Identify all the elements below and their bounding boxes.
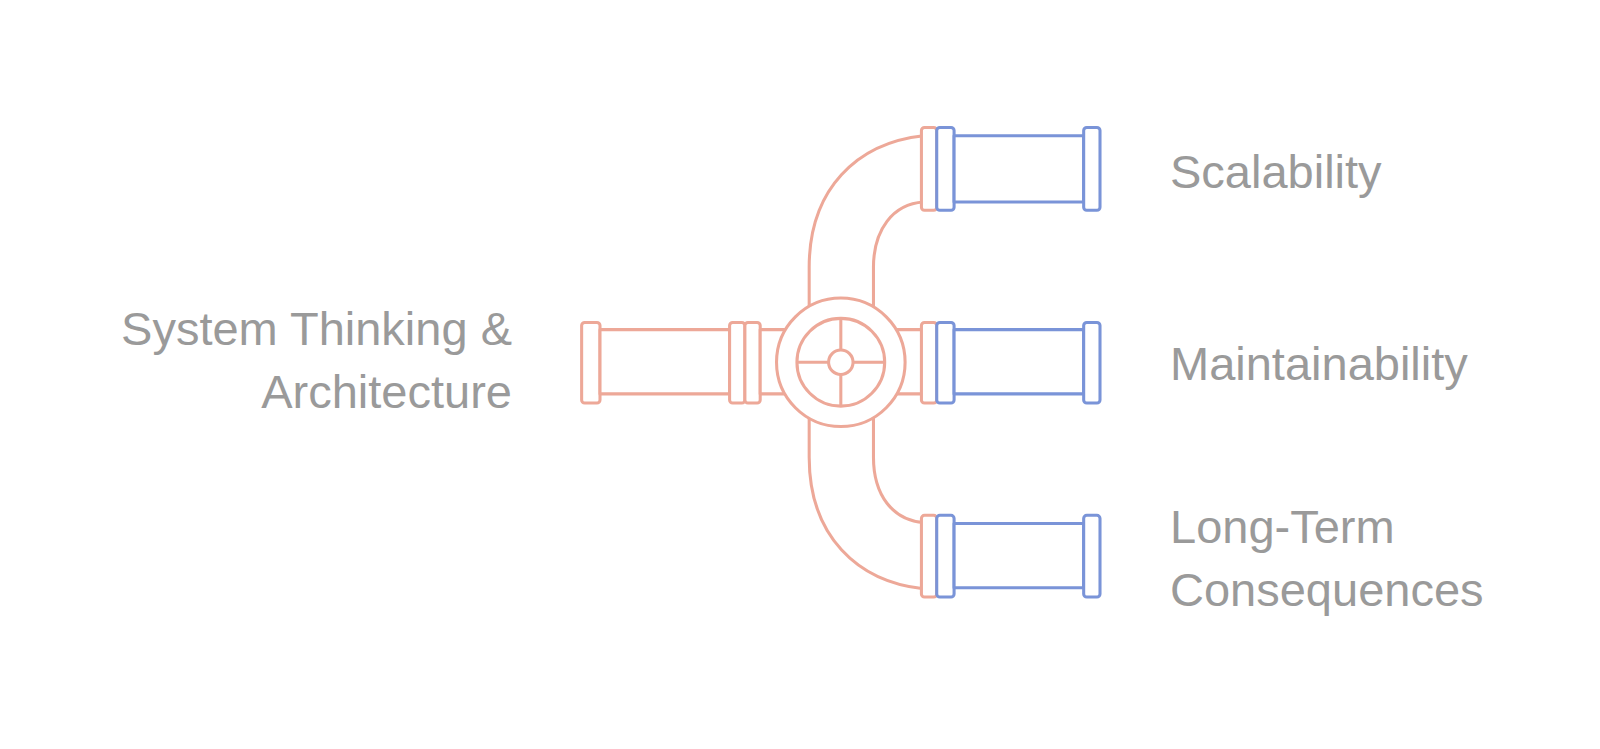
pipe-bend (809, 418, 923, 588)
valve-spoke (853, 361, 885, 364)
outlet-body (954, 136, 1084, 202)
outlet-label: Maintainability (1170, 332, 1580, 395)
pipe-end-cap (582, 322, 600, 403)
outlet-end-cap (1084, 515, 1100, 597)
outlet-label: Long-Term Consequences (1170, 495, 1580, 621)
pipe-flange (745, 322, 760, 403)
valve-spoke (839, 318, 842, 350)
pipe-flange (730, 322, 745, 403)
valve-spoke (839, 375, 842, 407)
outlet-label: Scalability (1170, 140, 1580, 203)
source-label: System Thinking & Architecture (42, 297, 512, 423)
outlet-body (954, 330, 1084, 394)
pipe-flange (921, 515, 936, 597)
outlet-flange (937, 322, 954, 403)
outlet-body (954, 523, 1084, 587)
valve-spoke (797, 361, 829, 364)
valve-hub (777, 298, 906, 427)
pipe-body (600, 330, 730, 394)
outlet-flange (937, 515, 954, 597)
outlet-end-cap (1084, 128, 1100, 211)
pipe-flange (921, 128, 936, 211)
valve-center (829, 350, 853, 374)
outlet-end-cap (1084, 322, 1100, 403)
outlet-flange (937, 128, 954, 211)
pipe-bend (809, 136, 923, 306)
valve-wheel (797, 318, 885, 406)
pipe-flange (921, 322, 936, 403)
